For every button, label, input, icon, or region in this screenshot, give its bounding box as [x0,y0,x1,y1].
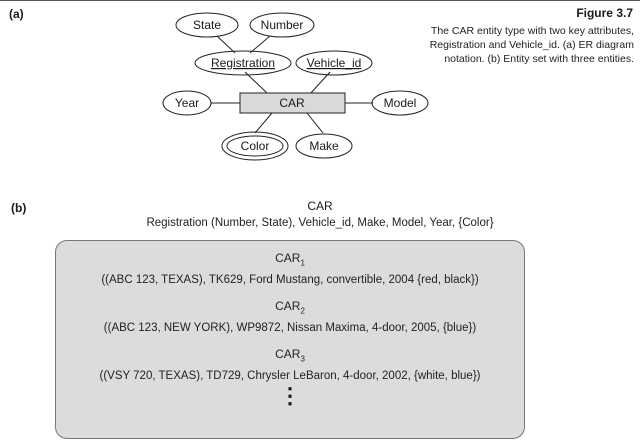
attr-vehicleid-ellipse [295,50,373,76]
entity-set-attributes: Registration (Number, State), Vehicle_id… [146,217,494,229]
line-vehicleid-car [309,71,331,95]
entity-values: ((VSY 720, TEXAS), TD729, Chrysler LeBar… [99,370,481,383]
line-color-car [254,112,273,134]
entity-values: ((ABC 123, NEW YORK), WP9872, Nissan Max… [103,322,477,335]
attr-year-ellipse [162,90,212,116]
line-registration-car [244,71,269,95]
attr-number-label: Number [261,18,304,32]
attr-color-inner-ellipse [226,135,284,157]
attr-make-label: Make [309,139,339,153]
line-number-registration [249,35,271,54]
attr-state-ellipse [175,12,239,38]
entity-set-title: CAR [307,199,333,213]
attr-make-ellipse [295,133,353,159]
entity-name: CAR2 [275,299,305,316]
entity-values: ((ABC 123, TEXAS), TK629, Ford Mustang, … [101,274,479,287]
er-diagram: State Number Registration Vehicle_id Yea… [162,12,429,161]
panel-b-label: (b) [11,201,27,215]
top-rule [0,0,640,1]
entity-car-box [239,92,346,114]
figure-title: Figure 3.7 [576,6,633,20]
attr-year-label: Year [175,96,199,110]
attr-number-ellipse [249,12,315,38]
attr-model-label: Model [384,96,417,110]
attr-registration-label: Registration [211,56,275,70]
attr-color-outer-ellipse [221,131,289,161]
attr-vehicleid-label: Vehicle_id [307,56,362,70]
line-state-registration [216,35,236,54]
attr-state-label: State [193,18,221,32]
figure-caption: The CAR entity type with two key attribu… [429,25,634,65]
entity-row: CAR3 ((VSY 720, TEXAS), TD729, Chrysler … [56,347,524,384]
entity-row: CAR1 ((ABC 123, TEXAS), TK629, Ford Must… [56,251,524,288]
panel-a-label: (a) [9,7,24,21]
entity-name: CAR3 [275,347,305,364]
entity-car-label: CAR [279,96,305,110]
attr-model-ellipse [371,90,429,116]
entity-row: CAR2 ((ABC 123, NEW YORK), WP9872, Nissa… [56,299,524,336]
entity-name: CAR1 [275,251,305,268]
continuation-dots: ⋮ [279,383,301,408]
entity-set-box: CAR1 ((ABC 123, TEXAS), TK629, Ford Must… [55,240,525,439]
attr-registration-ellipse [194,50,292,76]
line-make-car [306,112,324,134]
attr-color-label: Color [241,139,270,153]
